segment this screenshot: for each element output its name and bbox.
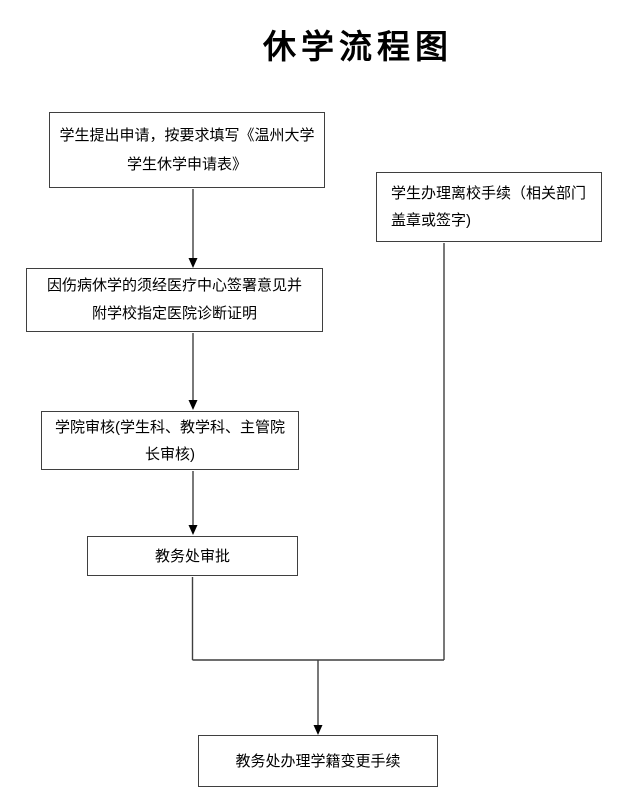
node-label-line: 附学校指定医院诊断证明 — [91, 305, 257, 322]
node-student-application: 学生提出申请，按要求填写《温州大学 学生休学申请表》 — [49, 112, 325, 188]
node-label-line: 学生提出申请，按要求填写《温州大学 — [59, 127, 315, 144]
node-label-line: 学生办理离校手续（相关部门 — [391, 185, 587, 202]
node-label-line: 盖章或签字) — [391, 212, 471, 229]
node-label-line: 长审核) — [145, 445, 195, 463]
arrowhead-icon — [188, 258, 198, 268]
node-label-line: 教务处审批 — [154, 547, 230, 565]
arrowhead-icon — [313, 725, 323, 735]
arrowhead-icon — [188, 525, 198, 535]
node-aao-approval: 教务处审批 — [87, 536, 298, 576]
page-title: 休学流程图 — [263, 28, 453, 65]
node-label-line: 教务处办理学籍变更手续 — [235, 752, 401, 770]
node-label-line: 因伤病休学的须经医疗中心签署意见并 — [46, 277, 302, 294]
node-status-change: 教务处办理学籍变更手续 — [198, 735, 438, 787]
node-medical-certificate: 因伤病休学的须经医疗中心签署意见并 附学校指定医院诊断证明 — [26, 268, 323, 332]
node-leave-school-procedures: 学生办理离校手续（相关部门 盖章或签字) — [376, 172, 602, 242]
node-college-review: 学院审核(学生科、教学科、主管院 长审核) — [41, 411, 299, 470]
node-label-line: 学生休学申请表》 — [126, 156, 247, 173]
node-label-line: 学院审核(学生科、教学科、主管院 — [55, 418, 285, 436]
arrowhead-icon — [188, 400, 198, 410]
